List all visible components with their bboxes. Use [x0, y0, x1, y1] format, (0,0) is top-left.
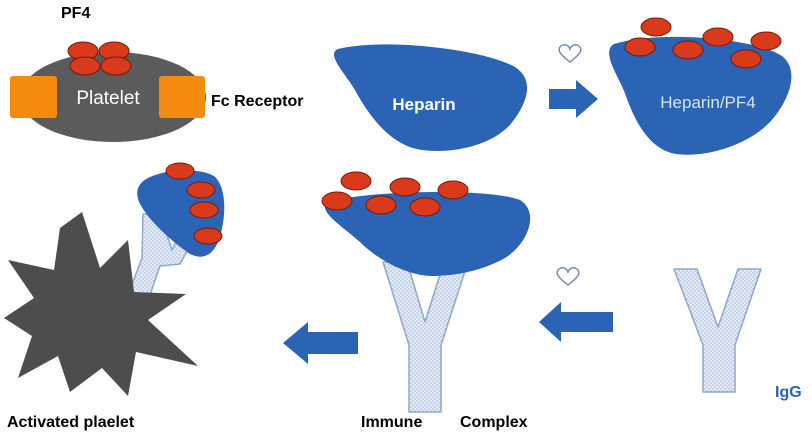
- platelet-label: Platelet: [76, 88, 140, 109]
- immune-label: Immune: [361, 414, 422, 431]
- heparin-group: Heparin: [334, 44, 528, 151]
- heart-outline-icon: [558, 44, 582, 63]
- pf4-molecule: [365, 195, 397, 215]
- pf4-molecule: [193, 227, 223, 245]
- pf4-molecule: [189, 201, 219, 219]
- pf4-molecule: [730, 49, 762, 69]
- pf4-molecule: [640, 17, 672, 37]
- heart-outline-icon: [556, 267, 580, 286]
- pf4-molecule: [437, 180, 469, 200]
- activated-platelet-star: [4, 212, 198, 396]
- platelet-group: PF4 Platelet Fc Receptor: [10, 5, 303, 142]
- pf4-molecule: [624, 37, 656, 57]
- pf4-cluster: [67, 41, 132, 76]
- pf4-molecule: [340, 171, 372, 191]
- igg-label: IgG: [775, 384, 802, 401]
- pf4-molecule: [389, 177, 421, 197]
- pf4-molecule: [186, 181, 216, 199]
- pf4-molecule: [409, 197, 441, 217]
- pf4-molecule: [69, 56, 101, 76]
- pf4-label: PF4: [61, 5, 90, 22]
- pf4-molecule: [165, 162, 195, 180]
- igg-group: IgG: [673, 268, 802, 401]
- arrow-left-icon: [539, 302, 613, 342]
- immune-complex-antibody: [382, 261, 469, 413]
- heparin-pf4-label: Heparin/PF4: [660, 93, 755, 112]
- activated-platelet-label: Activated plaelet: [7, 414, 135, 431]
- fc-receptor-left: [10, 76, 57, 118]
- pf4-molecule: [750, 31, 782, 51]
- pf4-molecule: [672, 40, 704, 60]
- activated-platelet-group: Activated plaelet: [4, 162, 225, 431]
- arrow-right-icon: [549, 80, 598, 118]
- pf4-molecule: [321, 191, 353, 211]
- igg-antibody: [673, 268, 762, 393]
- fc-receptor-right: [159, 76, 205, 118]
- heparin-pf4-group: Heparin/PF4: [609, 17, 792, 155]
- immune-complex-group: Immune Complex: [321, 171, 531, 431]
- arrow-left-icon: [283, 322, 358, 364]
- heparin-label: Heparin: [392, 95, 455, 114]
- complex-label: Complex: [460, 414, 528, 431]
- pf4-molecule: [702, 27, 734, 47]
- pf4-molecule: [100, 56, 132, 76]
- heparin-shape: [334, 44, 528, 151]
- platelet-body: [20, 52, 206, 142]
- fc-receptor-label: Fc Receptor: [211, 93, 303, 110]
